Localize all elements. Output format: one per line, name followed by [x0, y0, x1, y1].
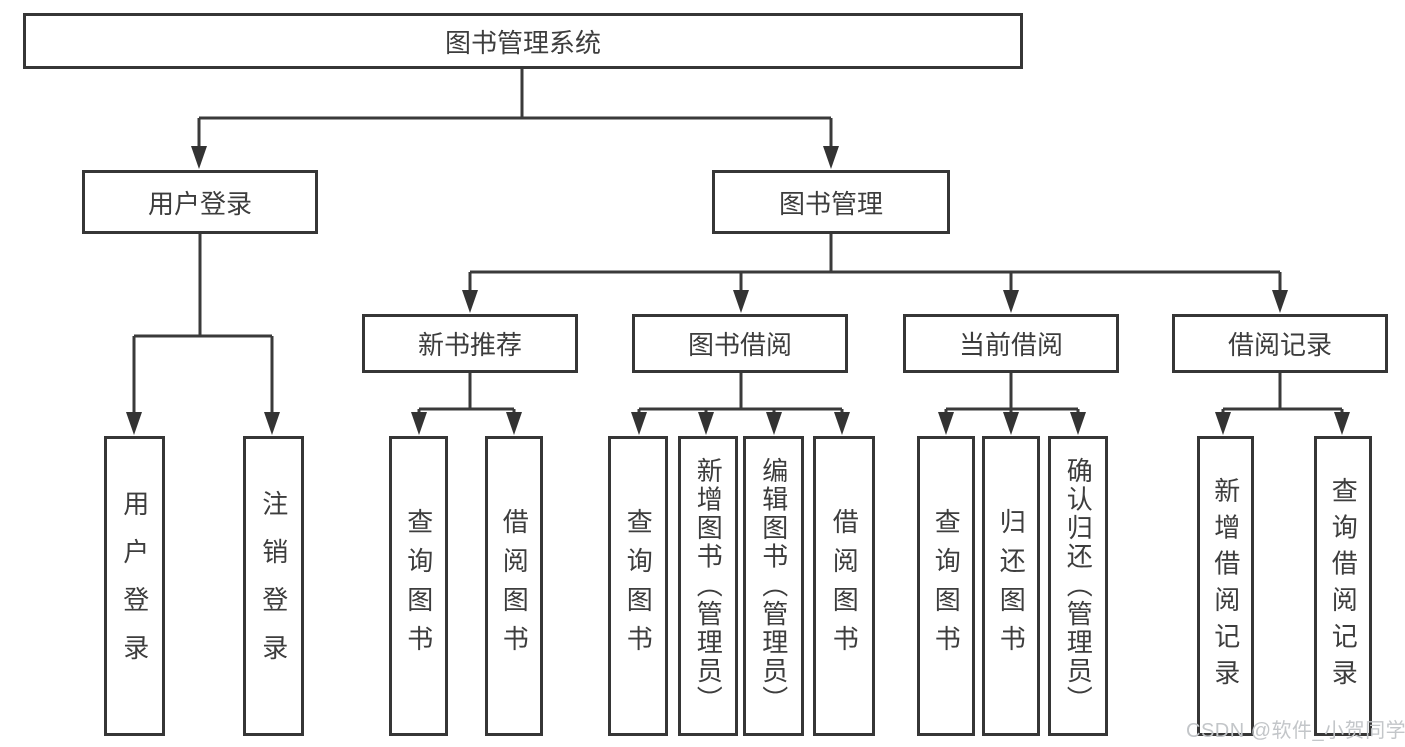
leaf-borrow-book-recommend-label: 借阅图书 — [499, 508, 530, 664]
arrowhead-icon — [1003, 412, 1019, 435]
leaf-query-current: 查询图书 — [917, 436, 975, 736]
connector-current-borrow — [938, 373, 1086, 435]
leaf-confirm-return-admin-label: 确认归还（管理员） — [1063, 457, 1094, 715]
arrowhead-icon — [1334, 412, 1350, 435]
arrowhead-icon — [766, 412, 782, 435]
leaf-edit-book-admin: 编辑图书（管理员） — [743, 436, 804, 736]
arrowhead-icon — [938, 412, 954, 435]
leaf-return-book-label: 归还图书 — [996, 508, 1027, 664]
arrowhead-icon — [1272, 290, 1288, 313]
node-borrow-record: 借阅记录 — [1172, 314, 1388, 373]
node-user-login-label: 用户登录 — [147, 188, 252, 219]
arrowhead-icon — [264, 412, 280, 435]
node-book-borrow: 图书借阅 — [632, 314, 848, 373]
leaf-add-book-admin: 新增图书（管理员） — [678, 436, 738, 736]
connector-new-book — [411, 373, 522, 435]
leaf-user-login-label: 用户登录 — [119, 489, 150, 683]
arrowhead-icon — [733, 290, 749, 313]
leaf-query-borrow-record: 查询借阅记录 — [1314, 436, 1372, 736]
leaf-return-book: 归还图书 — [982, 436, 1040, 736]
arrowhead-icon — [1070, 412, 1086, 435]
leaf-add-borrow-record: 新增借阅记录 — [1197, 436, 1254, 736]
leaf-borrow-book: 借阅图书 — [813, 436, 875, 736]
leaf-query-book-recommend-label: 查询图书 — [403, 508, 434, 664]
leaf-logout: 注销登录 — [243, 436, 304, 736]
root-node-library-system: 图书管理系统 — [23, 13, 1023, 69]
leaf-borrow-book-label: 借阅图书 — [829, 508, 860, 664]
leaf-add-book-admin-label: 新增图书（管理员） — [693, 457, 724, 715]
leaf-query-current-label: 查询图书 — [931, 508, 962, 664]
leaf-borrow-book-recommend: 借阅图书 — [485, 436, 543, 736]
arrowhead-icon — [462, 290, 478, 313]
arrowhead-icon — [506, 412, 522, 435]
leaf-query-book: 查询图书 — [608, 436, 668, 736]
leaf-edit-book-admin-label: 编辑图书（管理员） — [758, 457, 789, 715]
leaf-query-borrow-record-label: 查询借阅记录 — [1328, 476, 1359, 696]
node-book-management: 图书管理 — [712, 170, 950, 234]
leaf-logout-label: 注销登录 — [258, 489, 289, 683]
leaf-query-book-label: 查询图书 — [623, 508, 654, 664]
arrowhead-icon — [698, 412, 714, 435]
node-book-management-label: 图书管理 — [778, 188, 883, 219]
leaf-user-login: 用户登录 — [104, 436, 165, 736]
leaf-confirm-return-admin: 确认归还（管理员） — [1048, 436, 1108, 736]
connector-borrow-record — [1215, 373, 1350, 435]
arrowhead-icon — [1215, 412, 1231, 435]
arrowhead-icon — [1003, 290, 1019, 313]
arrowhead-icon — [834, 412, 850, 435]
node-new-book-recommend-label: 新书推荐 — [417, 330, 522, 360]
node-borrow-record-label: 借阅记录 — [1227, 330, 1332, 360]
arrowhead-icon — [823, 146, 839, 169]
connector-root — [191, 69, 839, 169]
root-node-label: 图书管理系统 — [444, 27, 601, 58]
node-current-borrow-label: 当前借阅 — [958, 330, 1063, 360]
connector-book-borrow — [631, 373, 850, 435]
node-current-borrow: 当前借阅 — [903, 314, 1119, 373]
connector-user-login — [126, 234, 280, 435]
node-book-borrow-label: 图书借阅 — [687, 330, 792, 360]
leaf-add-borrow-record-label: 新增借阅记录 — [1210, 476, 1241, 696]
node-new-book-recommend: 新书推荐 — [362, 314, 578, 373]
arrowhead-icon — [191, 146, 207, 169]
arrowhead-icon — [631, 412, 647, 435]
leaf-query-book-recommend: 查询图书 — [389, 436, 448, 736]
node-user-login: 用户登录 — [82, 170, 318, 234]
connector-book-management — [462, 234, 1288, 313]
csdn-watermark: CSDN @软件_小贺同学 — [1186, 720, 1405, 742]
arrowhead-icon — [411, 412, 427, 435]
arrowhead-icon — [126, 412, 142, 435]
